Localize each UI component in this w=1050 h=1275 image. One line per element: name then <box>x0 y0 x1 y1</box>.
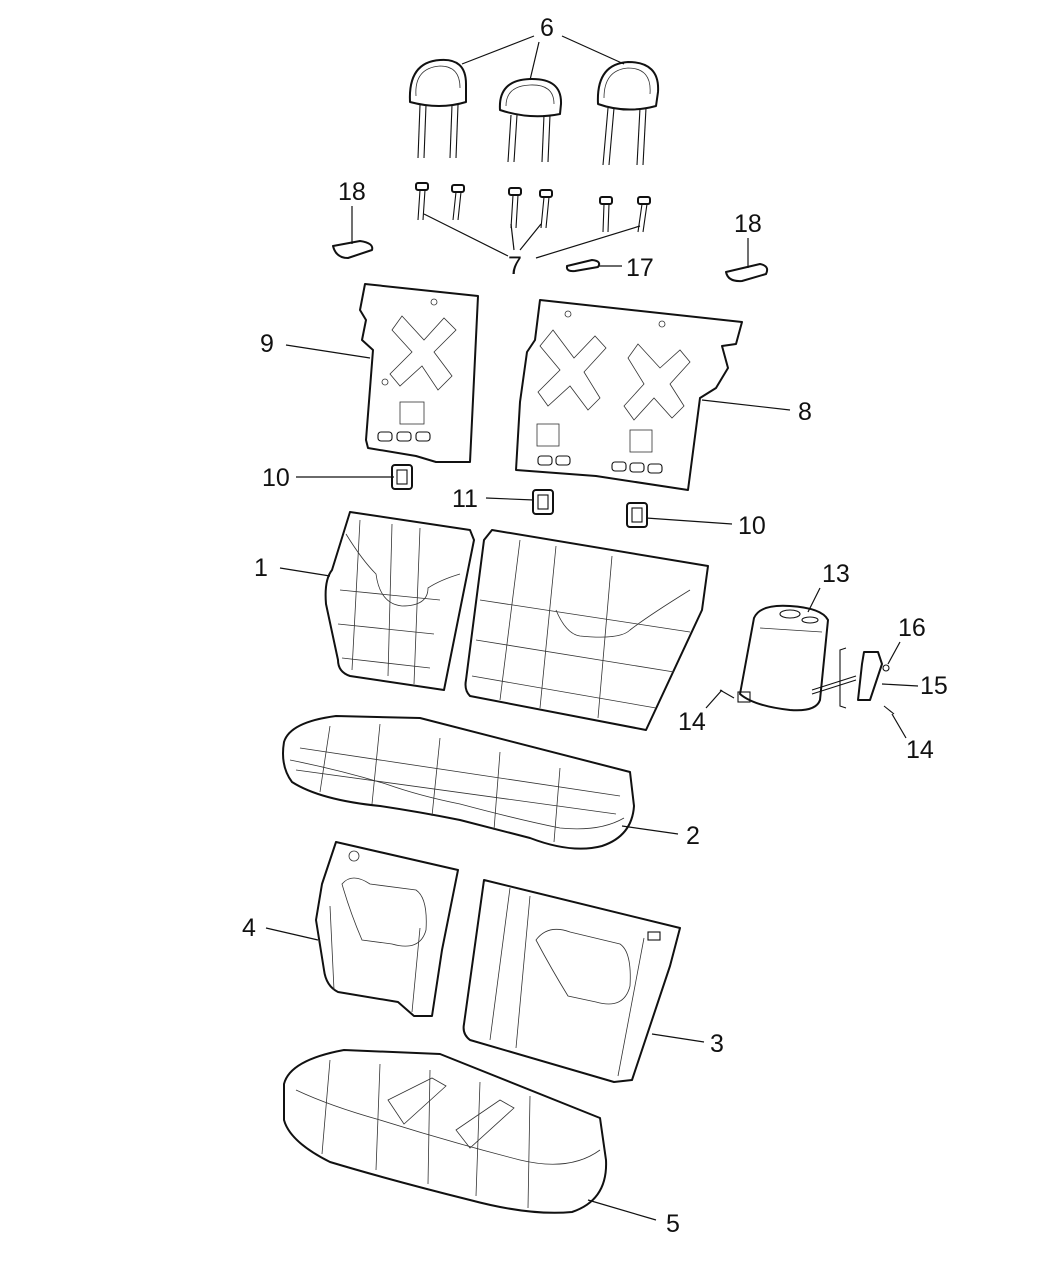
seatback-cover-right[interactable] <box>464 529 709 731</box>
seatback-frame-right[interactable] <box>462 879 681 1083</box>
seatback-frame-left[interactable] <box>315 841 459 1017</box>
seat-cushion-cover[interactable] <box>282 715 635 850</box>
callout-11: 11 <box>452 485 478 513</box>
callout-1: 1 <box>254 554 268 582</box>
callout-9: 9 <box>260 330 274 358</box>
callout-6: 6 <box>540 14 554 42</box>
callout-18-right: 18 <box>734 210 762 238</box>
seat-cushion-frame[interactable] <box>283 1049 608 1214</box>
latch-center[interactable] <box>532 489 554 515</box>
armrest[interactable] <box>739 604 829 712</box>
callout-5: 5 <box>666 1210 680 1238</box>
callout-10-right: 10 <box>738 512 766 540</box>
callout-15: 15 <box>920 672 948 700</box>
leader-lines <box>265 35 919 1221</box>
headrest-left[interactable] <box>408 58 467 159</box>
callout-4: 4 <box>242 914 256 942</box>
headrest-right[interactable] <box>596 61 660 166</box>
trim-cover-left[interactable] <box>332 240 374 259</box>
headrest-center[interactable] <box>498 77 563 163</box>
headrest-guides[interactable] <box>415 182 651 233</box>
callout-3: 3 <box>710 1030 724 1058</box>
latch-right[interactable] <box>626 502 648 528</box>
callout-7: 7 <box>508 252 522 280</box>
callout-13: 13 <box>822 560 850 588</box>
seatback-panel-right[interactable] <box>515 299 743 491</box>
seatback-panel-left[interactable] <box>359 283 479 463</box>
callout-labels: 6 18 18 7 17 9 8 10 11 10 1 13 16 15 14 … <box>242 14 948 1238</box>
callout-14-left: 14 <box>678 708 706 736</box>
seatback-cover-left[interactable] <box>324 511 475 691</box>
callout-18-left: 18 <box>338 178 366 206</box>
latch-left[interactable] <box>391 464 413 490</box>
callout-14-right: 14 <box>906 736 934 764</box>
callout-8: 8 <box>798 398 812 426</box>
small-cover-17[interactable] <box>565 259 601 273</box>
callout-2: 2 <box>686 822 700 850</box>
callout-16: 16 <box>898 614 926 642</box>
callout-17: 17 <box>626 254 654 282</box>
armrest-bracket[interactable] <box>719 647 895 715</box>
trim-cover-right[interactable] <box>725 263 769 283</box>
callout-10-left: 10 <box>262 464 290 492</box>
